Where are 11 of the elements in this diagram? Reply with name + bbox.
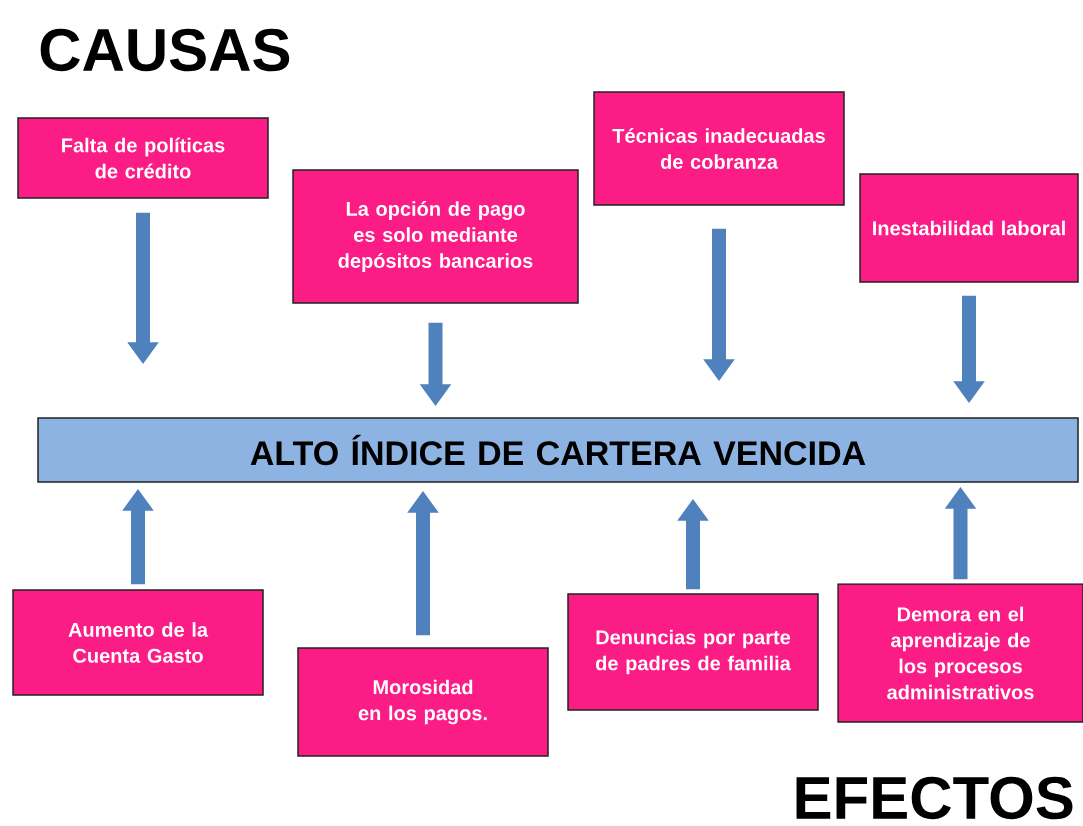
heading: CAUSAS [40,28,290,72]
cause-box: La opción de pago es solo mediante depósitos bancarios [292,169,579,304]
cause-box: Falta de políticas de crédito [17,117,269,199]
effect-box: Demora en el aprendizaje de los procesos administrativos [837,583,1083,723]
effect-box: Denuncias por parte de padres de familia [567,593,819,711]
effect-box: Morosidad en los pagos. [297,647,549,757]
cause-box: Técnicas inadecuadas de cobranza [593,91,845,206]
cause-box: Inestabilidad laboral [859,173,1079,283]
effect-box: Aumento de la Cuenta Gasto [12,589,264,696]
title-bar: ALTO ÍNDICE DE CARTERA VENCIDA [37,417,1079,483]
heading: EFECTOS [796,776,1073,820]
